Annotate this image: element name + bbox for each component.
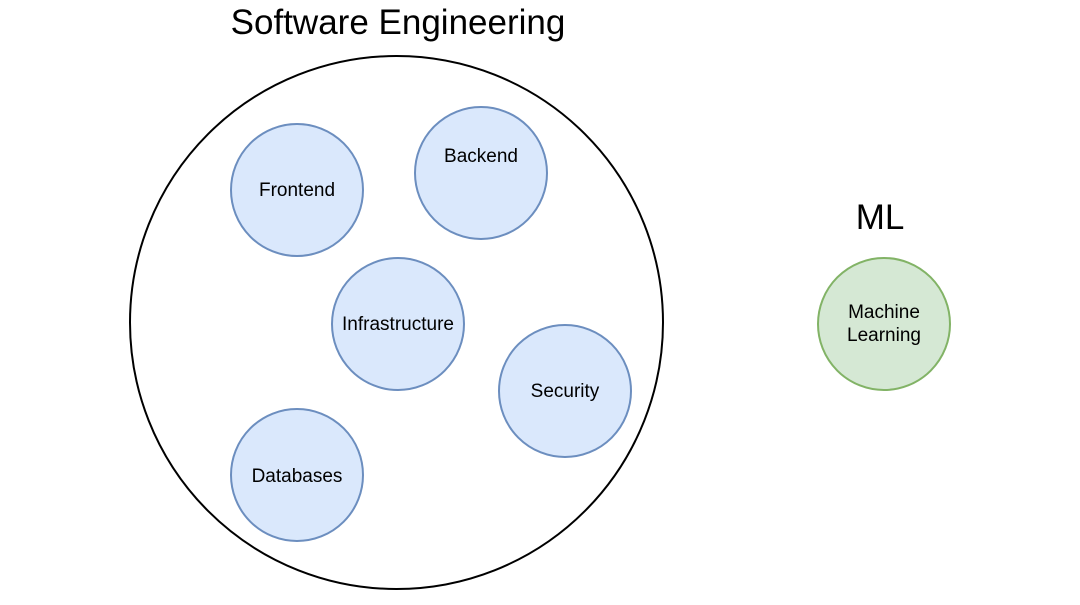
frontend-node: Frontend xyxy=(230,123,364,257)
databases-label: Databases xyxy=(251,466,343,487)
software-engineering-group-circle xyxy=(129,55,664,590)
software-engineering-title: Software Engineering xyxy=(230,3,566,42)
infrastructure-label: Infrastructure xyxy=(342,313,454,335)
ml-title: ML xyxy=(855,198,905,237)
machine-learning-node: Machine Learning xyxy=(817,257,951,391)
frontend-label: Frontend xyxy=(258,179,336,201)
security-node: Security xyxy=(498,324,632,458)
backend-label: Backend xyxy=(444,145,518,167)
machine-learning-label: Machine Learning xyxy=(847,302,921,346)
databases-node: Databases xyxy=(230,408,364,542)
security-label: Security xyxy=(530,380,600,402)
backend-node: Backend xyxy=(414,106,548,240)
infrastructure-node: Infrastructure xyxy=(331,257,465,391)
